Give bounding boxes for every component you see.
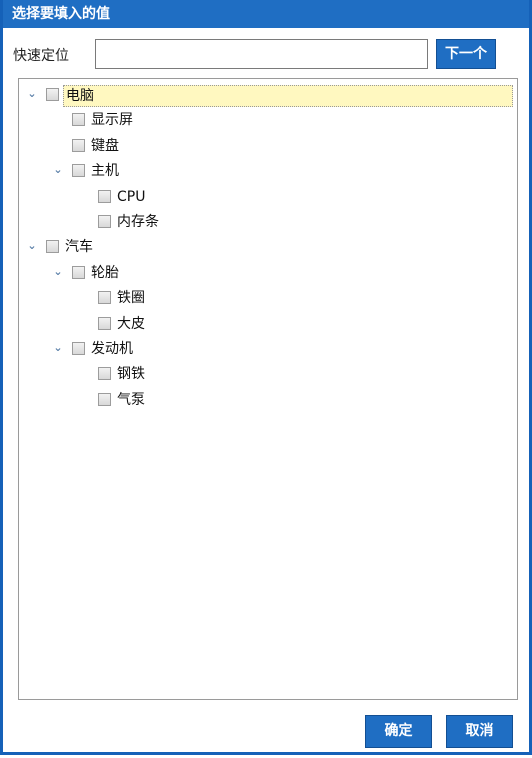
tree-node-checkbox[interactable] — [46, 88, 59, 101]
chevron-down-icon[interactable]: ⌄ — [53, 341, 63, 354]
ok-button[interactable]: 确定 — [365, 715, 432, 748]
tree-node-label[interactable]: 汽车 — [65, 239, 93, 256]
tree-node-label[interactable]: 钢铁 — [117, 366, 145, 383]
dialog-title: 选择要填入的值 — [3, 0, 529, 28]
tree-node-checkbox[interactable] — [72, 342, 85, 355]
tree-node-label[interactable]: 电脑 — [63, 85, 513, 107]
tree-node-label[interactable]: 内存条 — [117, 214, 159, 230]
tree-node-checkbox[interactable] — [98, 291, 111, 305]
tree-node[interactable]: ⌄ 电脑 — [19, 83, 517, 107]
tree-node-label[interactable]: 显示屏 — [91, 112, 133, 129]
tree-node[interactable]: 键盘 — [19, 134, 517, 158]
tree-node-checkbox[interactable] — [72, 138, 85, 152]
tree-node[interactable]: CPU — [19, 185, 517, 209]
tree-node-checkbox[interactable] — [98, 392, 111, 406]
chevron-down-icon[interactable]: ⌄ — [27, 87, 37, 100]
chevron-down-icon[interactable]: ⌄ — [53, 264, 63, 278]
tree-node[interactable]: 显示屏 — [19, 108, 517, 132]
next-button[interactable]: 下一个 — [436, 39, 496, 69]
tree-node-label[interactable]: 主机 — [91, 163, 119, 180]
chevron-down-icon[interactable]: ⌄ — [27, 239, 37, 253]
tree-node[interactable]: 气泵 — [19, 388, 517, 412]
tree-node-label[interactable]: CPU — [117, 188, 146, 205]
tree-node-label[interactable]: 大皮 — [117, 315, 145, 332]
tree-node[interactable]: ⌄ 轮胎 — [19, 261, 517, 285]
quick-locate-label: 快速定位 — [13, 48, 69, 64]
cancel-button[interactable]: 取消 — [446, 715, 513, 748]
tree-node-checkbox[interactable] — [98, 215, 111, 228]
tree-node-checkbox[interactable] — [72, 265, 85, 279]
chevron-down-icon[interactable]: ⌄ — [53, 163, 63, 177]
tree-node[interactable]: ⌄ 汽车 — [19, 235, 517, 259]
tree-node-label[interactable]: 轮胎 — [91, 264, 119, 281]
tree-node[interactable]: 钢铁 — [19, 362, 517, 386]
tree-node-label[interactable]: 发动机 — [91, 341, 133, 357]
tree-node[interactable]: ⌄ 主机 — [19, 159, 517, 183]
tree-node-checkbox[interactable] — [98, 189, 111, 203]
tree-node-checkbox[interactable] — [72, 164, 85, 178]
quick-locate-row: 快速定位 下一个 — [3, 38, 523, 70]
tree-node[interactable]: 铁圈 — [19, 286, 517, 310]
tree-node[interactable]: 内存条 — [19, 210, 517, 234]
tree-node[interactable]: 大皮 — [19, 312, 517, 336]
tree-node[interactable]: ⌄ 发动机 — [19, 337, 517, 361]
tree-node-label[interactable]: 键盘 — [91, 137, 119, 154]
tree-node-checkbox[interactable] — [98, 367, 111, 381]
quick-locate-input[interactable] — [95, 39, 428, 69]
tree-node-checkbox[interactable] — [46, 240, 59, 254]
tree-node-checkbox[interactable] — [98, 316, 111, 330]
tree-node-label[interactable]: 铁圈 — [117, 290, 145, 307]
tree-node-checkbox[interactable] — [72, 113, 85, 127]
tree-node-label[interactable]: 气泵 — [117, 391, 145, 408]
